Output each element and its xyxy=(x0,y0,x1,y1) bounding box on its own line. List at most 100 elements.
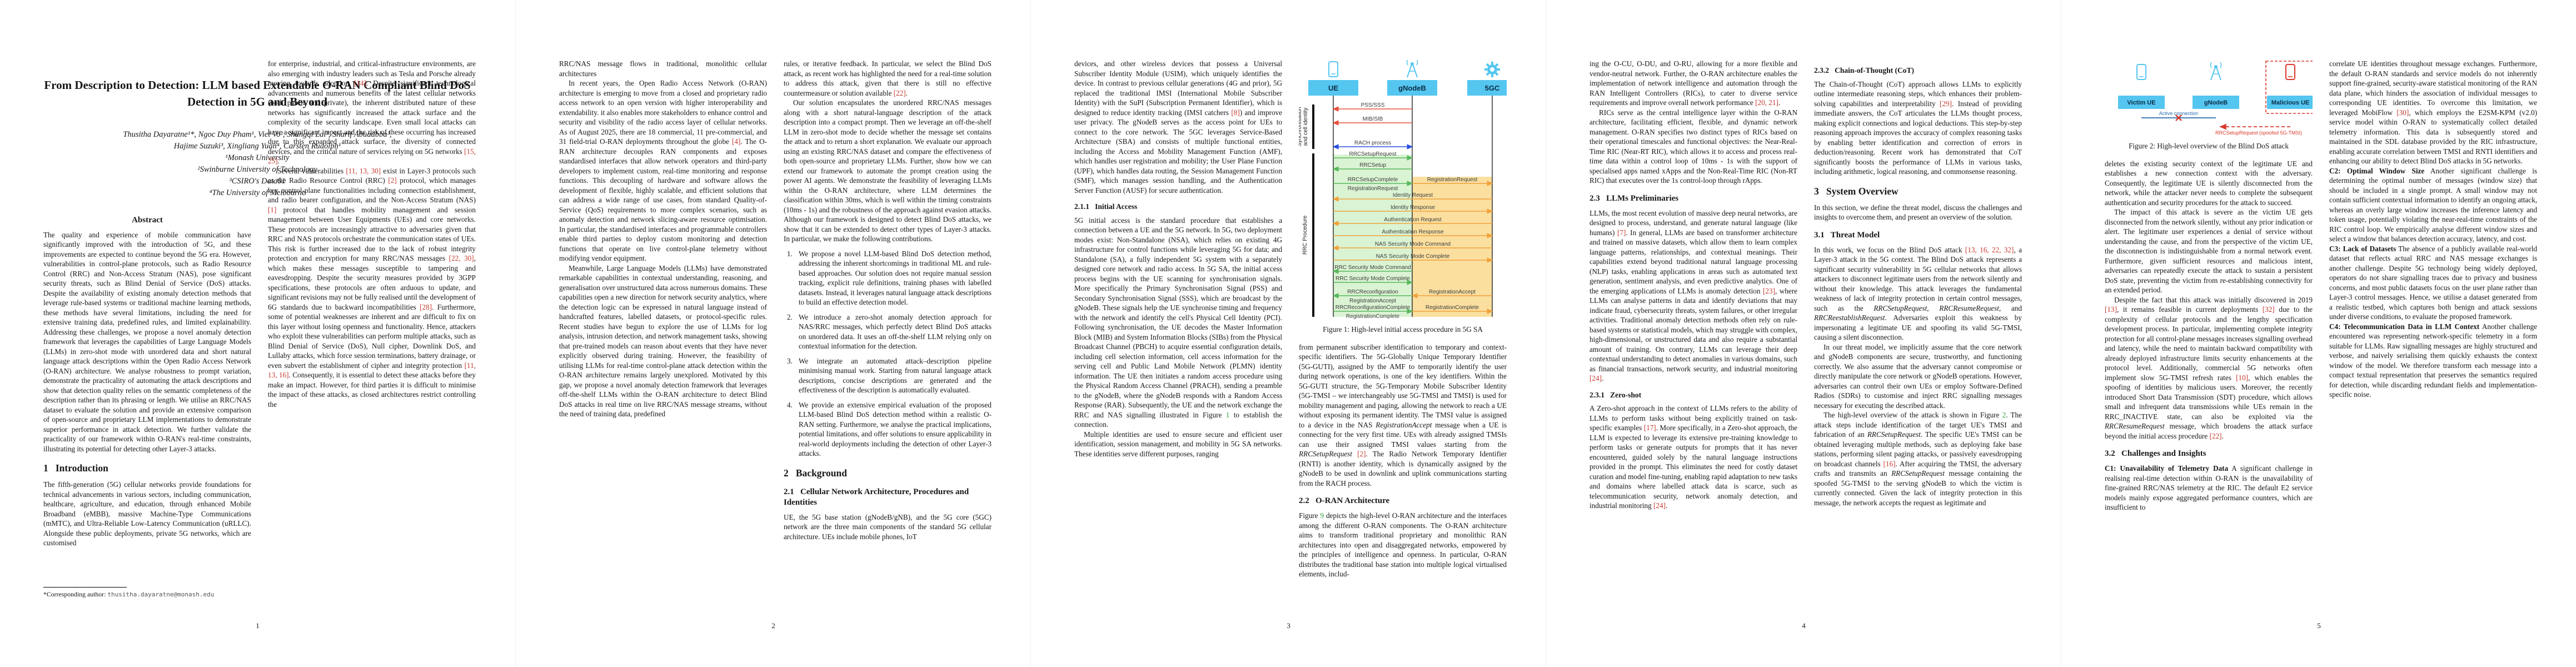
citation: [11, 13, 16] xyxy=(268,361,476,380)
figure1-actor-label: gNodeB xyxy=(1398,84,1426,92)
figure1-message-label: RRCSetup xyxy=(1359,162,1386,168)
column-2: correlate UE identities throughout messa… xyxy=(2329,59,2537,638)
item-number: 2. xyxy=(787,312,793,321)
paper-title: From Description to Detection: LLM based… xyxy=(44,78,471,108)
figure1-bracket-label: and cell identity xyxy=(1303,108,1309,146)
citation: [13, 16, 22, 32] xyxy=(1965,245,2014,254)
citation: [11, 13, 30] xyxy=(346,166,381,175)
contribution-item: 3.We integrate an automated attack–descr… xyxy=(787,356,991,395)
figure-reference: 2 xyxy=(2002,411,2006,419)
paragraph: RICs serve as the central intelligence l… xyxy=(1590,108,1797,185)
figure1-message-label: Authentication Request xyxy=(1384,217,1442,223)
affiliation: ³CSIRO's Data61 xyxy=(229,177,286,186)
section-heading: 2 Background xyxy=(784,467,847,479)
contribution-item: 4.We provide an extensive empirical eval… xyxy=(787,400,991,458)
section-heading: 2.1.1 Initial Access xyxy=(1074,202,1138,211)
paragraph: Figure 9 depicts the high-level O-RAN ar… xyxy=(1299,511,1507,578)
paragraph: ing the O-CU, O-DU, and O-RU, allowing f… xyxy=(1590,59,1797,107)
citation: [28] xyxy=(420,302,432,311)
paragraph: from permanent subscriber identification… xyxy=(1299,342,1507,487)
challenge-paragraph: C4: Telecommunication Data in LLM Contex… xyxy=(2329,322,2537,399)
paragraph: A Zero-shot approach in the context of L… xyxy=(1590,404,1797,510)
citation: [22, 30] xyxy=(449,254,474,262)
figure1-message-label: MIB/SIB xyxy=(1363,116,1383,122)
figure2-node-label: Victim UE xyxy=(2127,99,2155,106)
citation: [10] xyxy=(2236,373,2249,382)
challenge-paragraph: C1: Unavailability of Telemetry Data A s… xyxy=(2105,464,2313,511)
contribution-item: 1.We propose a novel LLM-based Blind DoS… xyxy=(787,249,991,307)
affiliation: ⁴The University of Melbourne xyxy=(209,188,306,197)
paragraph: In our threat model, we implicitly assum… xyxy=(1814,342,2022,410)
citation: [22] xyxy=(893,88,906,97)
citation: [20, 21] xyxy=(1755,98,1778,107)
section-heading: 3 System Overview xyxy=(1814,185,1899,197)
page-4: ing the O-CU, O-DU, and O-RU, allowing f… xyxy=(1546,0,2061,667)
figure1-message-label: RegistrationAccept xyxy=(1429,289,1476,295)
citation: [13] xyxy=(2105,305,2117,313)
figure1-message-label: RRC Security Mode Command xyxy=(1334,265,1411,271)
paragraph: LLMs, the most recent evolution of massi… xyxy=(1590,208,1797,383)
section-heading: 1 Introduction xyxy=(43,462,108,474)
item-number: 3. xyxy=(787,356,793,365)
column-1: RRC/NAS message flows in traditional, mo… xyxy=(559,59,767,638)
figure1-actor-label: UE xyxy=(1328,84,1338,92)
section-heading: 3.1 Threat Model xyxy=(1814,230,1880,240)
footnote-email: thusitha.dayaratne@monash.edu xyxy=(107,591,215,598)
paragraph: Despite the fact that this attack was in… xyxy=(2105,295,2313,440)
figure1-bracket-label: Synchronisation xyxy=(1299,107,1303,146)
paragraph: The fifth-generation (5G) cellular netwo… xyxy=(43,480,251,547)
corresponding-author-footnote: *Corresponding author: thusitha.dayaratn… xyxy=(43,587,251,599)
page-3: devices, and other wireless devices that… xyxy=(1030,0,1546,667)
paragraph: The quality and experience of mobile com… xyxy=(43,230,251,453)
section-heading: Abstract xyxy=(132,216,163,225)
figure1-message-label: RRCReconfigurationComplete xyxy=(1336,305,1411,311)
figure1-message-label: NAS Security Mode Complete xyxy=(1376,253,1450,260)
section-heading: 2.1 Cellular Network Architecture, Proce… xyxy=(784,487,971,507)
challenge-lead: C3: Lack of Datasets xyxy=(2329,244,2396,253)
figure1-message-label: Authentication Response xyxy=(1382,229,1444,235)
paragraph: 5G initial access is the standard proced… xyxy=(1074,216,1282,429)
column-1: devices, and other wireless devices that… xyxy=(1074,59,1282,638)
paragraph: Our solution encapsulates the unordered … xyxy=(784,98,991,243)
paragraph: The impact of this attack is severe as t… xyxy=(2105,208,2313,294)
paragraph: Several vulnerabilities [11, 13, 30] exi… xyxy=(268,166,476,409)
authors-line-2: Hajime Suzuki³, Xingliang Yuan⁴, Carsten… xyxy=(173,142,341,151)
page-number: 3 xyxy=(1287,621,1291,630)
column-2: rules, or iterative feedback. In particu… xyxy=(784,59,991,638)
footnote-label: *Corresponding author: xyxy=(43,590,108,598)
paragraph: rules, or iterative feedback. In particu… xyxy=(784,59,991,97)
section-heading: 2.3.2 Chain-of-Thought (CoT) xyxy=(1814,66,1915,74)
figure-1-caption: Figure 1: High-level initial access proc… xyxy=(1323,325,1483,334)
figure1-message-label: RegistrationComplete xyxy=(1346,313,1400,320)
item-number: 1. xyxy=(787,249,793,258)
citation: [16] xyxy=(1883,459,1896,468)
citation: [23] xyxy=(1763,286,1775,295)
figure1-message-label: NAS Security Mode Command xyxy=(1375,241,1451,247)
figure2-node-label: gNodeB xyxy=(2204,99,2228,106)
challenge-paragraph: C2: Optimal Window Size Another signific… xyxy=(2329,166,2537,243)
citation: [7] xyxy=(1617,228,1626,237)
contribution-item: 2.We introduce a zero-shot anomaly detec… xyxy=(787,312,991,351)
section-heading: 2.2 O-RAN Architecture xyxy=(1299,496,1390,505)
page-number: 4 xyxy=(1802,621,1806,630)
citation: [14] xyxy=(353,79,366,87)
paragraph: correlate UE identities throughout messa… xyxy=(2329,59,2537,165)
paragraph: RRC/NAS message flows in traditional, mo… xyxy=(559,59,767,78)
challenge-lead: C1: Unavailability of Telemetry Data xyxy=(2105,464,2229,472)
column-1: ing the O-CU, O-DU, and O-RU, allowing f… xyxy=(1590,59,1797,638)
paragraph: Meanwhile, Large Language Models (LLMs) … xyxy=(559,263,767,419)
figure1-message-label: RegistrationRequest xyxy=(1427,177,1478,183)
citation: [8] xyxy=(1231,108,1240,117)
page-number: 1 xyxy=(256,621,260,630)
figure1-message-label: RRCSetupComplete xyxy=(1348,177,1398,183)
figure1-message-label: RegistrationAccept xyxy=(1349,298,1396,304)
paragraph: The Chain-of-Thought (CoT) approach allo… xyxy=(1814,79,2022,176)
paragraph: UE, the 5G base station (gNodeB/gNB), an… xyxy=(784,512,991,541)
figure-reference: 9 xyxy=(1320,511,1324,520)
